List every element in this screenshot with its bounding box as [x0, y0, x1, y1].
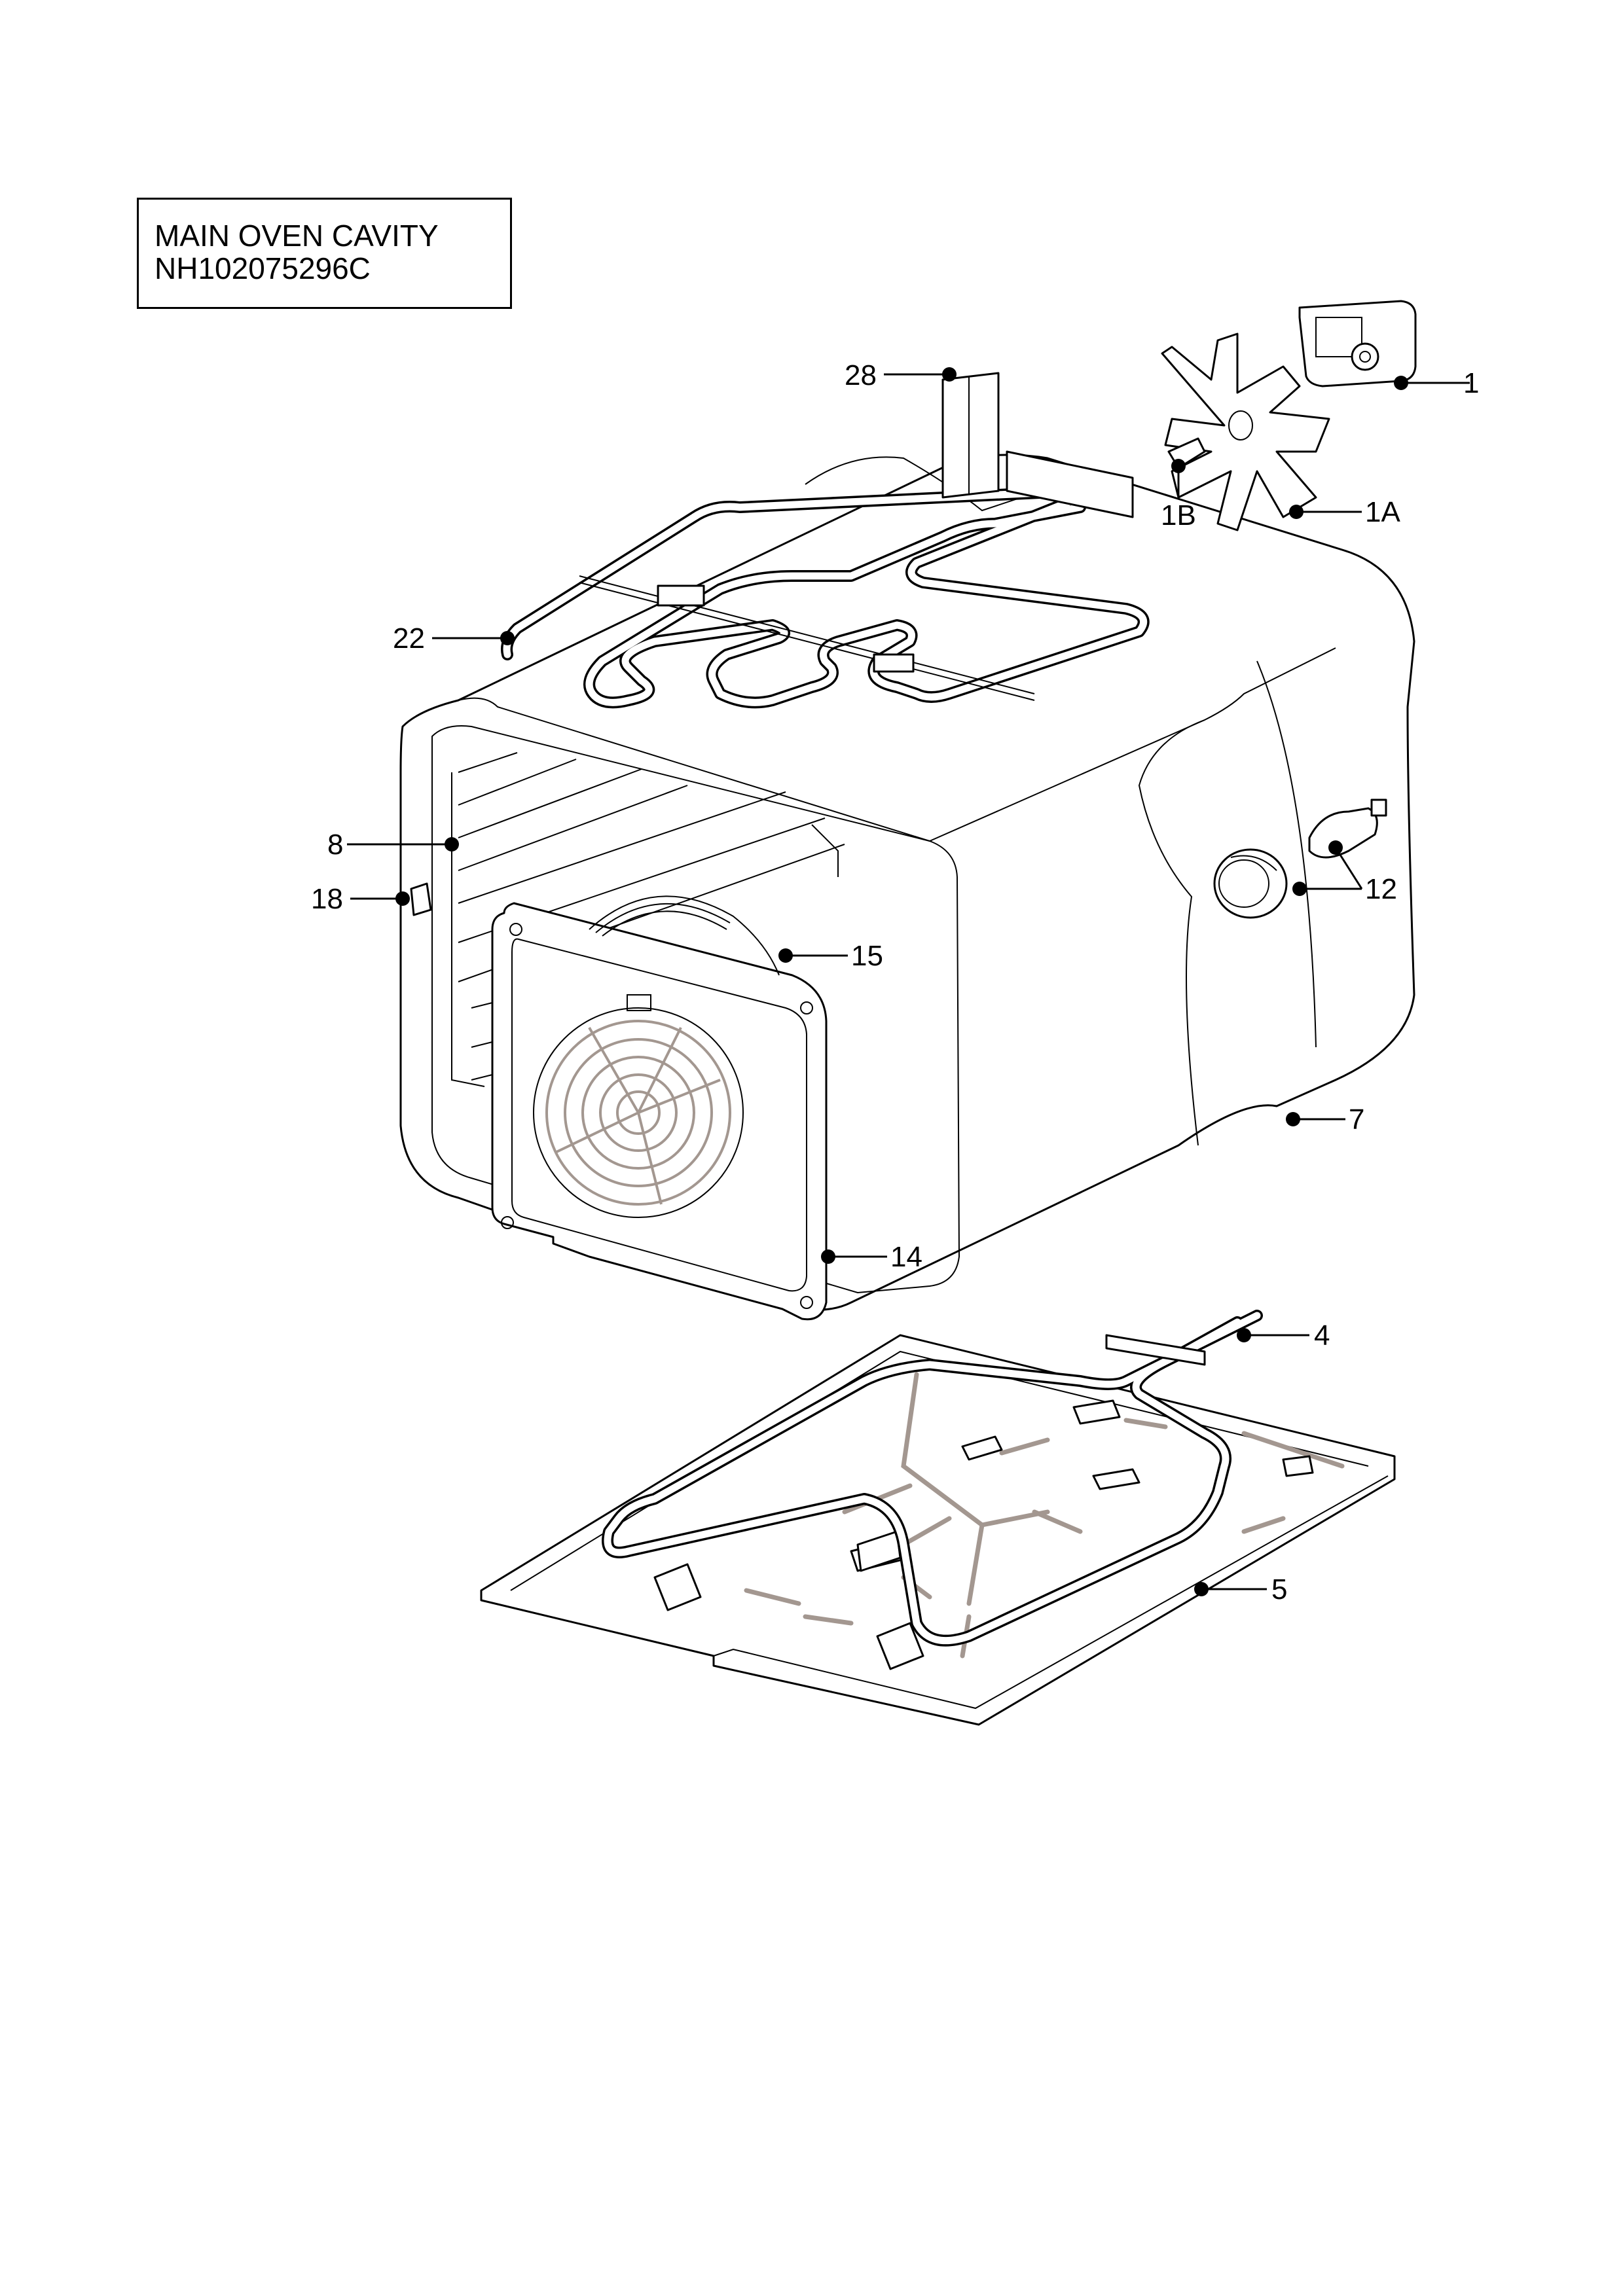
callout-15: 15 [778, 940, 883, 972]
vent-duct [941, 372, 1134, 518]
callout-dot [778, 948, 793, 963]
callout-7: 7 [1286, 1103, 1364, 1136]
fan-motor [1298, 300, 1417, 387]
callout-label: 22 [393, 622, 425, 655]
callout-8: 8 [327, 829, 459, 861]
callout-dot [1394, 376, 1408, 390]
base-element [602, 1310, 1263, 1647]
callout-dot [1328, 840, 1343, 855]
callout-label: 8 [327, 829, 343, 861]
fan-gasket [589, 895, 780, 976]
callout-label: 7 [1349, 1103, 1364, 1136]
shelf-clip [410, 882, 432, 916]
callout-22: 22 [393, 622, 515, 655]
callout-dot [1194, 1582, 1209, 1596]
callout-label: 5 [1271, 1573, 1287, 1605]
callout-dot [1286, 1112, 1300, 1126]
callout-1a: 1A [1289, 496, 1400, 528]
fan-blade [1161, 332, 1330, 531]
diagram-part-number: NH102075296C [155, 251, 371, 285]
callout-label: 12 [1365, 873, 1397, 905]
fan-guard-grille [545, 1020, 731, 1206]
callout-label: 1B [1161, 499, 1196, 531]
callout-label: 1 [1463, 367, 1479, 399]
diagram-title: MAIN OVEN CAVITY [155, 219, 439, 253]
oven-lamp [1213, 798, 1387, 919]
callout-dot [395, 891, 410, 906]
base-panel [480, 1334, 1396, 1726]
callout-label: 4 [1314, 1319, 1330, 1352]
fan-cover-panel [491, 902, 828, 1321]
callout-dot [1289, 505, 1304, 519]
callout-label: 15 [851, 940, 883, 972]
callout-dot [1171, 459, 1186, 473]
callout-dot [500, 631, 515, 645]
diagram-title-box: MAIN OVEN CAVITY NH102075296C [137, 198, 512, 309]
callout-28: 28 [845, 359, 957, 391]
callout-5: 5 [1194, 1573, 1287, 1605]
callout-dot [445, 837, 459, 852]
callout-1: 1 [1394, 367, 1479, 399]
callout-14: 14 [821, 1241, 922, 1273]
callout-label: 14 [890, 1241, 922, 1273]
callout-label: 28 [845, 359, 877, 391]
callout-dot [1237, 1328, 1251, 1342]
callout-12: 12 [1292, 840, 1397, 905]
callout-dot [821, 1249, 835, 1264]
callout-label: 18 [311, 883, 343, 915]
callout-dot [942, 367, 957, 382]
callout-dot [1292, 882, 1307, 896]
callout-label: 1A [1365, 496, 1400, 528]
callout-18: 18 [311, 883, 410, 915]
callout-4: 4 [1237, 1319, 1330, 1352]
callout-1b: 1B [1161, 459, 1196, 531]
